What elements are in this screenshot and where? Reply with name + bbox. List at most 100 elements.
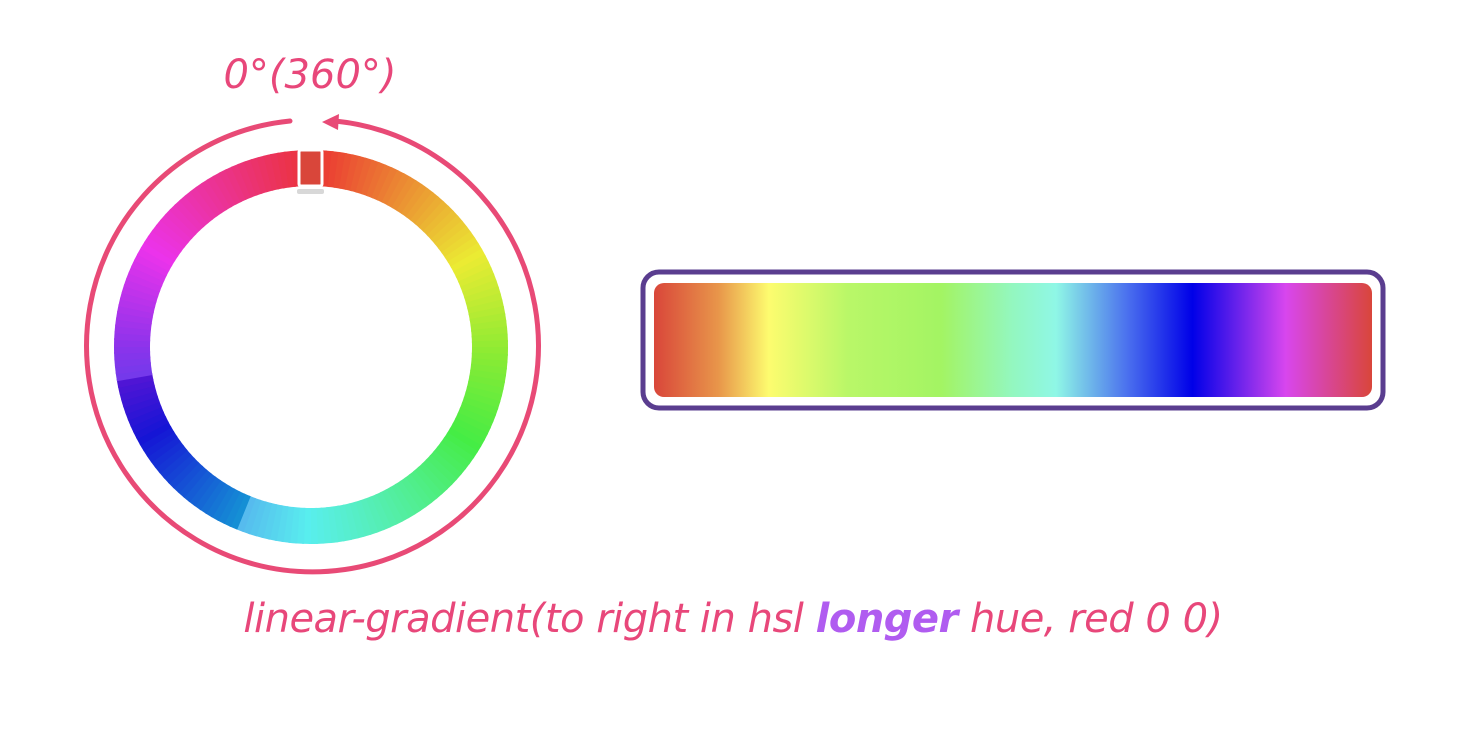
- hue-wheel-segment: [457, 407, 494, 430]
- hue-wheel-segment: [121, 389, 158, 408]
- hue-wheel-segment: [158, 449, 192, 479]
- hue-wheel-segment: [385, 486, 410, 522]
- hue-wheel-segment: [276, 151, 291, 189]
- hue-wheel-segment: [182, 469, 212, 503]
- hue-wheel-segment: [399, 477, 427, 512]
- hue-wheel-segment: [164, 208, 197, 240]
- hue-wheel-segment: [348, 501, 366, 539]
- hue-wheel-segment: [248, 499, 267, 537]
- hue-wheel-segment: [429, 450, 462, 481]
- hue-wheel-segment: [380, 489, 404, 525]
- hue-wheel-segment: [338, 152, 354, 190]
- hue-wheel-segment: [376, 167, 400, 204]
- hue-wheel-segment: [117, 378, 155, 395]
- hue-wheel-segment: [204, 482, 231, 518]
- caption: linear-gradient(to right in hsl longer h…: [0, 596, 1466, 642]
- hue-wheel-segment: [142, 430, 178, 458]
- hue-wheel-segment: [455, 260, 492, 284]
- hue-wheel-segment: [434, 220, 468, 250]
- arrow-head-icon: [322, 114, 339, 130]
- hue-wheel-segment: [263, 153, 280, 191]
- hue-wheel-segment: [147, 229, 182, 257]
- hue-wheel-segment: [123, 277, 161, 298]
- hue-wheel-segment: [119, 290, 157, 309]
- hue-wheel-segment: [123, 395, 160, 415]
- hue-wheel-segment: [172, 461, 204, 494]
- hue-wheel-segment: [386, 173, 412, 209]
- hue-wheel-segment: [116, 373, 154, 388]
- hue-wheel-segment: [331, 505, 346, 543]
- hue-wheel-segment: [418, 200, 450, 233]
- hue-wheel-segment: [199, 479, 226, 515]
- caption-part2: hue, red 0 0): [957, 596, 1223, 642]
- hue-wheel-segment: [360, 159, 381, 197]
- hue-wheel-segment: [414, 196, 445, 229]
- hue-wheel-segment: [212, 172, 237, 208]
- hue-wheel-segment: [458, 266, 495, 289]
- hue-wheel-segment: [116, 304, 154, 320]
- hue-wheel-segment: [463, 391, 501, 410]
- hue-wheel-segment: [426, 210, 459, 241]
- hue-wheel-segment: [344, 154, 361, 192]
- hue-wheel-segment: [366, 161, 387, 199]
- hue-wheel-segment: [369, 494, 392, 531]
- hue-wheel-segment: [450, 248, 486, 273]
- hue-wheel-segment: [193, 476, 221, 511]
- hue-wheel-segment: [421, 458, 453, 491]
- hue-wheel-segment: [261, 502, 278, 540]
- hue-wheel-segment: [469, 312, 507, 327]
- hue-wheel-segment: [218, 169, 242, 205]
- hue-wheel-segment: [430, 215, 464, 245]
- hue-wheel-segment: [146, 435, 181, 463]
- hue-wheel-segment: [243, 159, 263, 196]
- hue-wheel-segment: [137, 246, 173, 272]
- angle-label: 0°(360°): [223, 52, 397, 98]
- hue-wheel-segment: [115, 367, 153, 382]
- hue-wheel-segment: [216, 488, 241, 525]
- hue-wheel-segment: [308, 507, 318, 544]
- hue-wheel-segment: [391, 176, 418, 212]
- hue-wheel-segment: [179, 194, 209, 228]
- hue-wheel-segment: [462, 279, 499, 299]
- hue-wheel-segment: [206, 175, 232, 211]
- hue-wheel-segment: [337, 504, 352, 542]
- hue-wheel-segment: [150, 440, 185, 469]
- hue-wheel-segment: [188, 472, 217, 507]
- hue-wheel-segment: [446, 427, 482, 454]
- hue-wheel-segment: [125, 271, 163, 292]
- hue-wheel-segment: [468, 306, 506, 321]
- hue-wheel-segment: [467, 299, 505, 316]
- hue-wheel-segment: [155, 218, 189, 248]
- hue-wheel-segment: [440, 437, 475, 465]
- hue-wheel-segment: [444, 236, 480, 264]
- hue-wheel-segment: [413, 466, 443, 500]
- outer-ring-arrow: [84, 118, 541, 575]
- hue-wheel-segment: [349, 155, 368, 193]
- hue-wheel-segment: [210, 485, 236, 521]
- hue-wheel-segment: [154, 444, 188, 474]
- hue-wheel-segment: [167, 457, 200, 489]
- hue-wheel-segment: [468, 374, 506, 390]
- hue-wheel-segment: [422, 205, 455, 237]
- hue-wheel-segment: [140, 240, 176, 267]
- hue-wheel-segment: [133, 416, 169, 440]
- hue-wheel-segment: [374, 491, 398, 528]
- hue-wheel-segment: [449, 422, 485, 448]
- hue-wheel-segment: [131, 258, 168, 282]
- hue-wheel-segment: [235, 495, 256, 533]
- hue-wheel-segment: [404, 473, 433, 508]
- hue-wheel-segment: [237, 161, 258, 198]
- hue-wheel-segment: [443, 432, 479, 459]
- hue-wheel: [114, 150, 508, 544]
- hue-wheel-segment: [460, 273, 497, 294]
- hue-wheel-segment: [408, 470, 438, 504]
- hue-wheel-segment: [461, 396, 499, 417]
- hue-wheel-segment: [119, 384, 157, 402]
- hue-wheel-segment: [254, 501, 273, 539]
- hue-wheel-segment: [174, 199, 205, 232]
- hue-wheel-segment: [471, 340, 508, 350]
- hue-wheel-segment: [189, 186, 218, 221]
- hue-wheel-segment: [342, 503, 359, 541]
- hue-wheel-segment: [133, 252, 170, 277]
